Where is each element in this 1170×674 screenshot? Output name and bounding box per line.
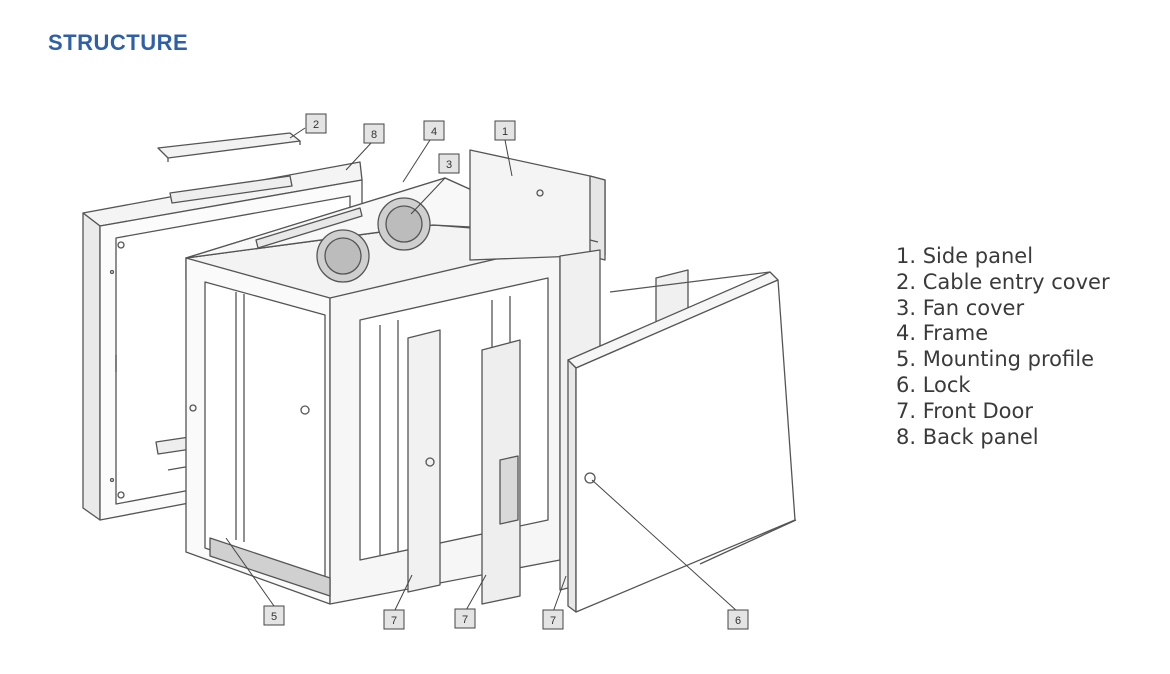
legend-item: 3. Fan cover: [896, 295, 1025, 320]
callout-4: 4: [423, 120, 445, 141]
callout-label: 3: [446, 159, 452, 171]
callout-label: 1: [502, 126, 508, 138]
callout-3: 3: [438, 153, 460, 174]
callout-7c: 7: [542, 609, 564, 630]
legend-item: 4. Frame: [896, 321, 989, 346]
callout-label: 7: [462, 614, 468, 626]
callout-label: 6: [735, 615, 741, 627]
parts-legend: 1. Side panel 2. Cable entry cover 3. Fa…: [896, 244, 1110, 450]
callout-label: 5: [271, 611, 277, 623]
legend-item: 6. Lock: [896, 372, 971, 397]
callout-2: 2: [305, 113, 327, 134]
leader-lines: [225, 127, 739, 613]
callout-boxes: 2 8 4 3 1 5 7 7 7 6: [263, 113, 749, 630]
callout-6: 6: [727, 609, 749, 630]
callout-8: 8: [363, 123, 385, 144]
callout-label: 7: [550, 615, 556, 627]
callout-7b: 7: [454, 608, 476, 629]
callout-label: 4: [431, 126, 437, 138]
legend-item: 2. Cable entry cover: [896, 269, 1110, 294]
front-door-panel-drawing: [567, 271, 797, 613]
callout-7a: 7: [383, 609, 405, 630]
callout-label: 8: [371, 129, 377, 141]
legend-item: 8. Back panel: [896, 424, 1039, 449]
cable-entry-cover-drawing: [157, 132, 301, 162]
callout-5: 5: [263, 605, 285, 626]
page-title: STRUCTURE: [48, 30, 189, 55]
side-panel-drawing: [469, 149, 606, 261]
legend-item: 1. Side panel: [896, 244, 1034, 268]
callout-1: 1: [494, 120, 516, 141]
legend-item: 5. Mounting profile: [896, 347, 1095, 372]
callout-label: 7: [391, 615, 397, 627]
legend-item: 7. Front Door: [896, 398, 1034, 423]
callout-label: 2: [313, 119, 319, 131]
